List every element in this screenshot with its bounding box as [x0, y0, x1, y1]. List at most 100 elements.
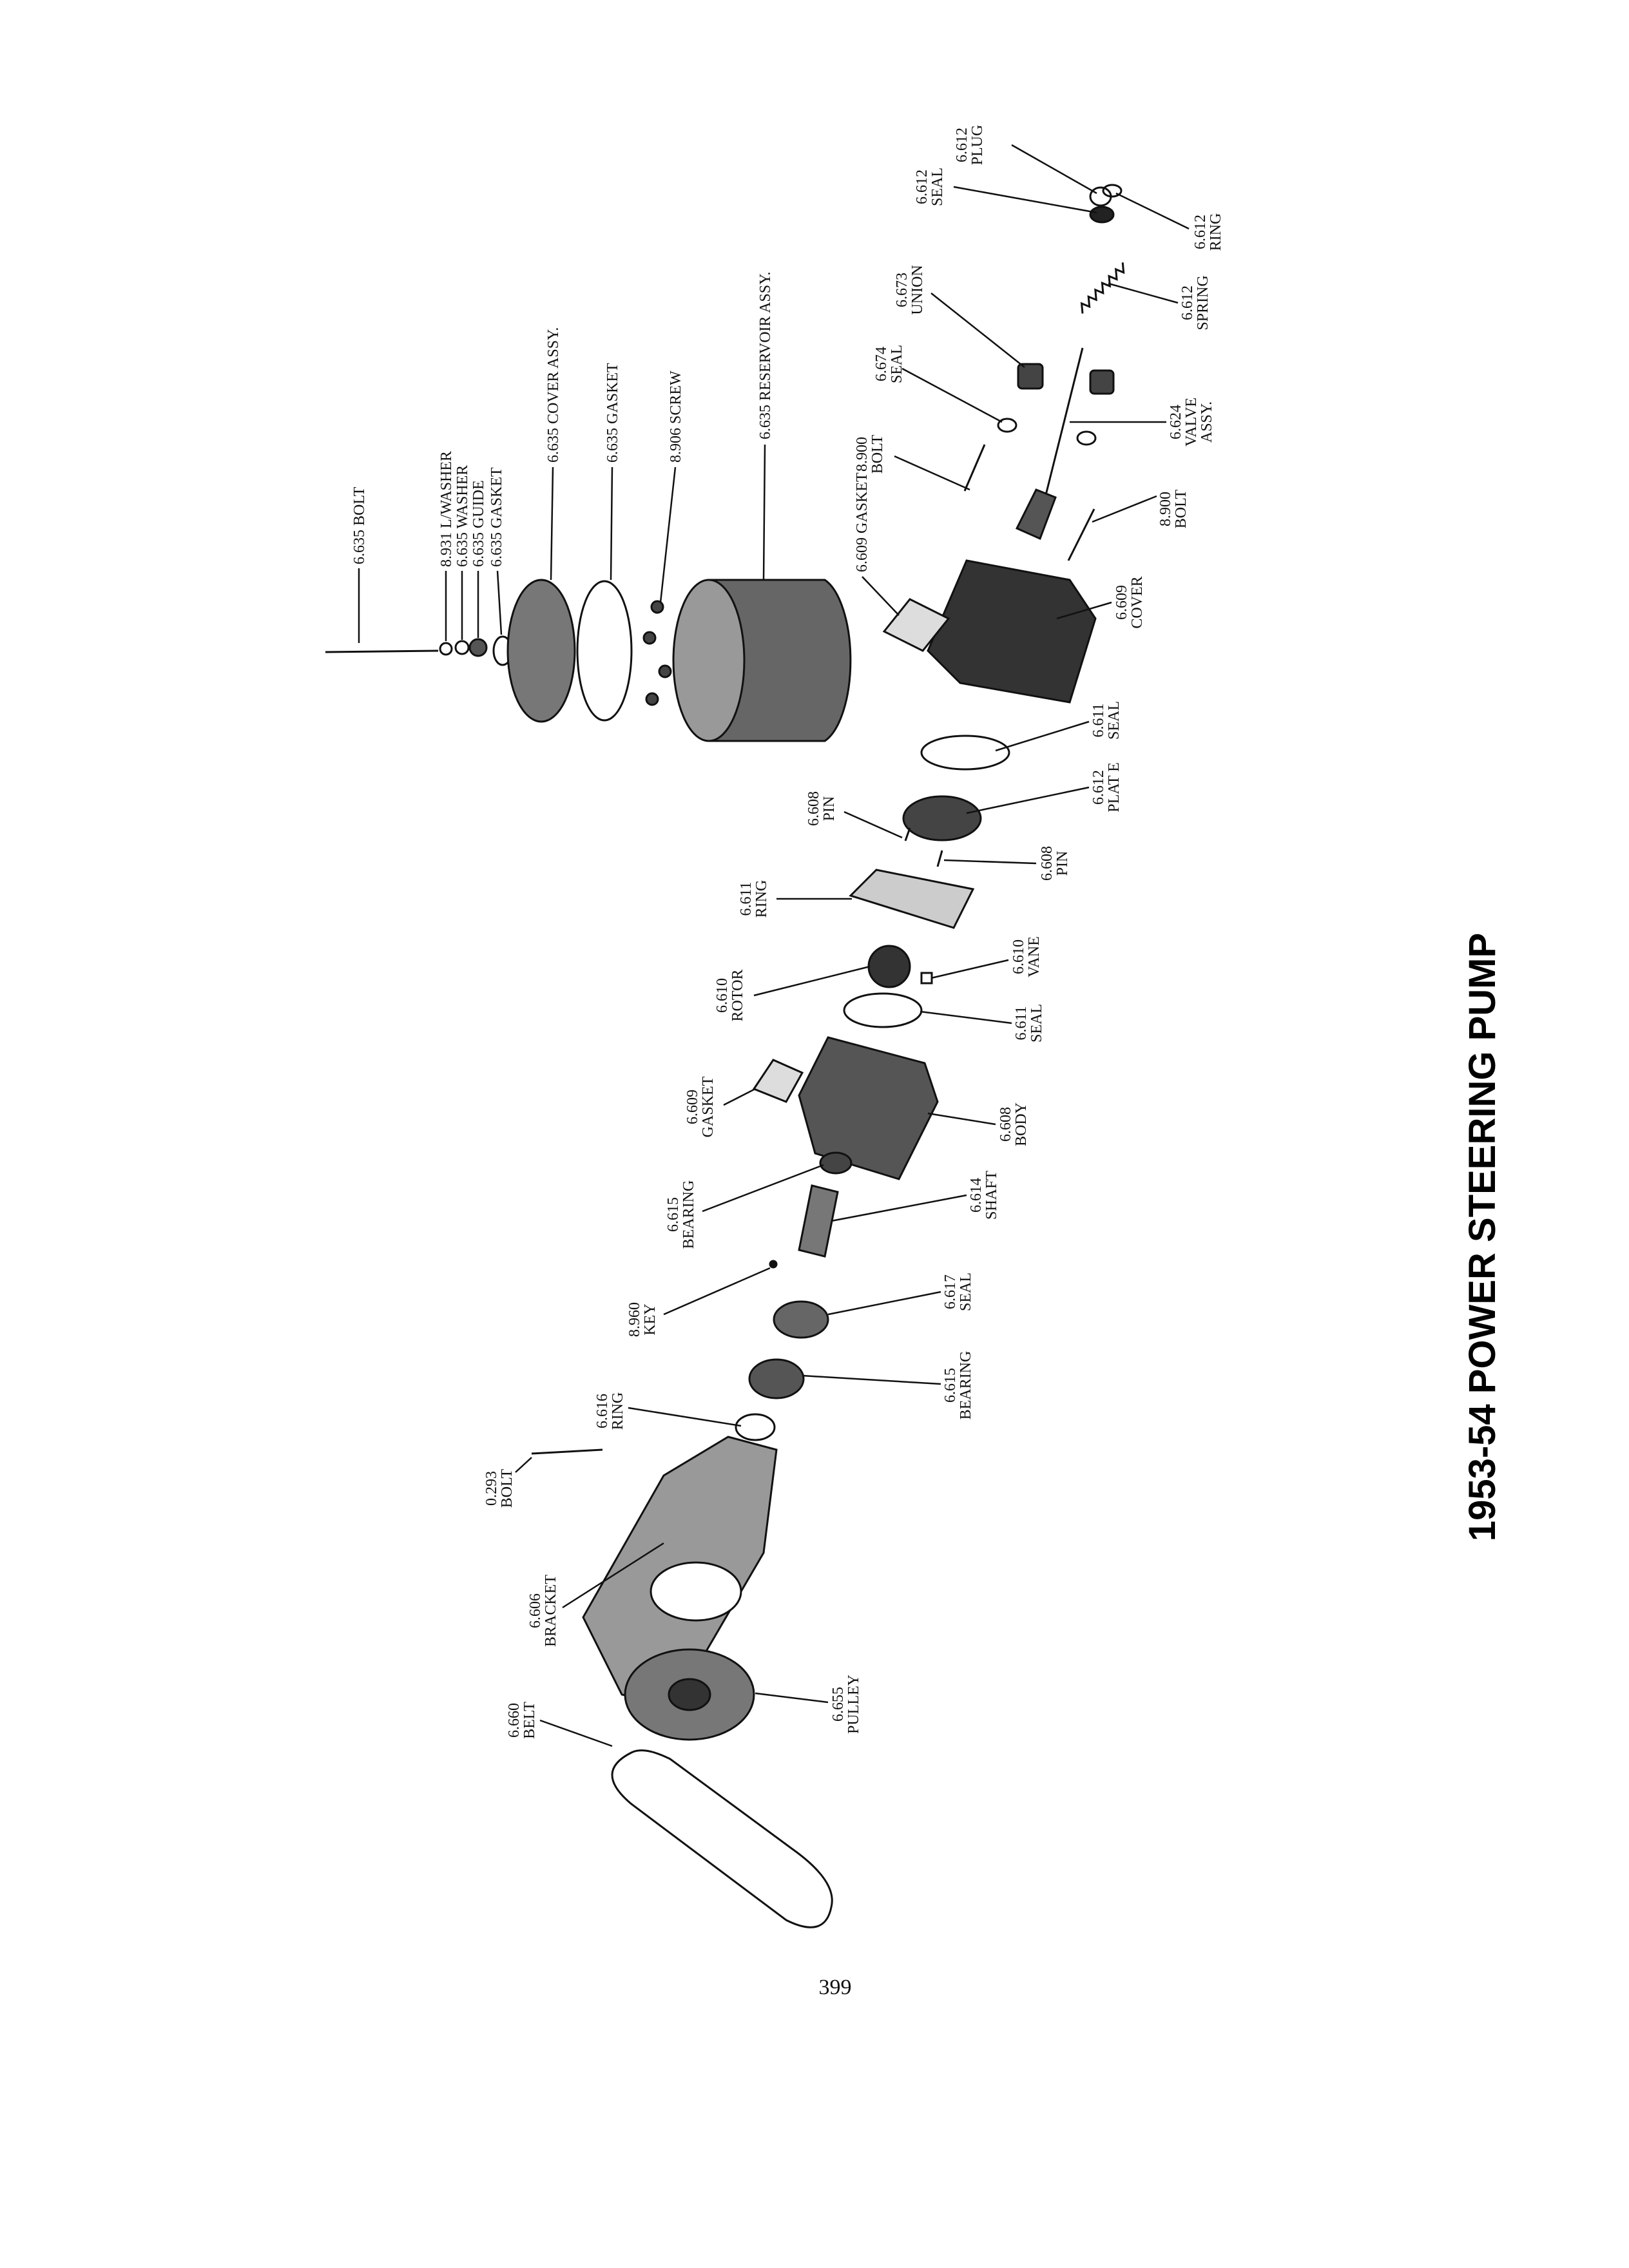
valve-body: [1015, 488, 1057, 541]
label-guide: 6.635 GUIDE: [470, 480, 487, 567]
page-number: 399: [819, 1975, 852, 1999]
bracket-hole: [650, 1561, 742, 1622]
label-num: 6.612: [1192, 215, 1209, 249]
label-cover: 6.609 COVER: [1113, 576, 1146, 628]
seal-part-upper: [920, 735, 1010, 771]
label-name: SEAL: [1028, 1004, 1045, 1043]
label-belt: 6.660 BELT: [506, 1702, 538, 1739]
bolt-part-long: [325, 649, 439, 653]
label-bearing-upper: 6.615 BEARING: [665, 1180, 697, 1249]
label-pulley: 6.655 PULLEY: [830, 1675, 862, 1734]
label-num: 6.635 GASKET: [488, 467, 505, 567]
seal-part-lower: [843, 992, 923, 1028]
label-name: UNION: [909, 265, 926, 314]
vane-part: [920, 972, 933, 985]
cover-assy-part: [506, 579, 576, 723]
label-name: PIN: [821, 796, 838, 822]
label-num: 6.635 GASKET: [604, 363, 621, 463]
label-num: 6.624: [1168, 405, 1184, 439]
label-pin-1: 6.608 PIN: [805, 791, 838, 826]
label-num: 6.673: [894, 273, 911, 307]
seal-part-small-2: [1076, 430, 1097, 446]
label-ring-snap: 6.616 RING: [594, 1392, 626, 1430]
label-num: 6.612: [1179, 285, 1196, 320]
label-plate: 6.612 PLAT E: [1090, 762, 1123, 812]
label-bearing-lower: 6.615 BEARING: [942, 1351, 974, 1420]
spring-part: [1080, 262, 1125, 314]
label-num: 6.609: [1113, 585, 1130, 620]
label-num: 6.610: [714, 978, 731, 1013]
label-seal-shaft: 6.617 SEAL: [942, 1273, 974, 1311]
label-name: RING: [1208, 213, 1224, 251]
label-num: 6.655: [830, 1687, 847, 1722]
pulley-hub: [668, 1678, 711, 1711]
cover-part: [927, 559, 1097, 704]
label-screw: 8.906 SCREW: [668, 370, 684, 463]
label-body: 6.608 BODY: [998, 1102, 1030, 1146]
label-name: BEARING: [680, 1180, 697, 1249]
label-num: 8.960: [626, 1302, 643, 1337]
label-seal-upper: 6.611 SEAL: [1090, 701, 1123, 740]
label-name: SHAFT: [983, 1171, 1000, 1220]
ring-part-top: [1102, 184, 1123, 198]
label-num: 6.635 BOLT: [351, 486, 368, 564]
label-num: 6.610: [1010, 939, 1027, 974]
label-name: BOLT: [499, 1468, 516, 1508]
label-key: 8.960 KEY: [626, 1302, 659, 1337]
screw-part-4: [645, 692, 659, 706]
label-seal-top: 6.612 SEAL: [914, 168, 946, 206]
label-seal-union: 6.674 SEAL: [873, 345, 905, 383]
label-gasket-cover: 6.609 GASKET: [854, 472, 871, 572]
washer-part: [454, 640, 470, 655]
label-num: 6.617: [942, 1274, 959, 1309]
label-lwasher: 8.931 L/WASHER: [438, 451, 455, 567]
seal-part-shaft: [773, 1300, 829, 1339]
label-num: 8.931 L/WASHER: [438, 451, 455, 567]
bolt-part-right: [1067, 508, 1095, 561]
pin-part-1: [904, 827, 911, 841]
label-num: 6.635 WASHER: [454, 465, 471, 567]
label-name: GASKET: [700, 1076, 717, 1137]
label-num: 6.615: [942, 1368, 959, 1403]
pin-part-2: [936, 850, 943, 867]
page-title: 1953-54 POWER STEERING PUMP: [1461, 933, 1503, 1541]
label-num: 8.906 SCREW: [668, 370, 684, 463]
label-name: KEY: [642, 1303, 659, 1335]
label-name: BODY: [1013, 1102, 1030, 1146]
label-num: 6.609: [684, 1090, 701, 1124]
bolt-part-upper: [963, 444, 986, 492]
label-gasket-large: 6.635 GASKET: [604, 363, 621, 463]
bearing-part-lower: [748, 1358, 805, 1399]
label-name: BEARING: [958, 1351, 974, 1420]
leader-lines: [358, 144, 1190, 1747]
label-name: SEAL: [889, 345, 905, 383]
label-num: 6.635 GUIDE: [470, 480, 487, 567]
label-name: RING: [610, 1392, 626, 1430]
label-name: BRACKET: [543, 1575, 559, 1647]
label-name: BELT: [521, 1702, 538, 1739]
label-name: ROTOR: [729, 970, 746, 1022]
label-gasket-body: 6.609 GASKET: [684, 1076, 717, 1137]
label-bracket: 6.606 BRACKET: [527, 1575, 559, 1647]
label-bolt-right: 8.900 BOLT: [1157, 489, 1190, 528]
screw-part-2: [642, 631, 657, 645]
label-reservoir: 6.635 RESERVOIR ASSY.: [757, 272, 774, 439]
bearing-part-upper: [819, 1151, 853, 1175]
union-part: [1017, 363, 1044, 390]
label-bolt-lower: 0.293 BOLT: [483, 1468, 516, 1508]
label-seal-lower: 6.611 SEAL: [1013, 1004, 1045, 1043]
label-name: VALVE: [1183, 398, 1200, 447]
seal-part-top: [1089, 206, 1115, 224]
label-num: 6.612: [954, 128, 970, 162]
label-plug: 6.612 PLUG: [954, 125, 986, 166]
label-num: 6.614: [968, 1178, 985, 1213]
label-num: 6.608: [805, 791, 822, 826]
reservoir-opening: [672, 579, 746, 742]
label-name: PIN: [1054, 851, 1071, 876]
label-num: 6.616: [594, 1394, 611, 1428]
label-ring-pump: 6.611 RING: [738, 880, 770, 918]
label-extra: ASSY.: [1199, 401, 1215, 443]
label-name: BOLT: [869, 434, 886, 474]
parts-illustration: [325, 184, 1125, 1928]
